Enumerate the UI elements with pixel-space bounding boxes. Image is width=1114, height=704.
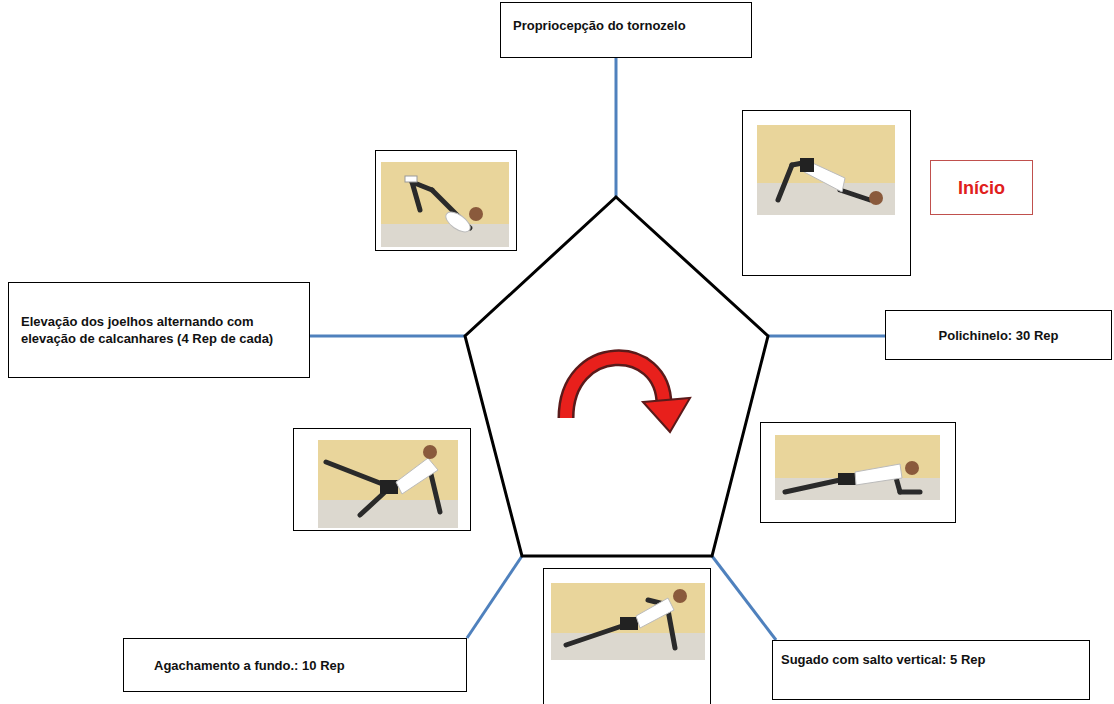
exercise-label: Elevação dos joelhos alternando com elev… — [21, 313, 297, 347]
exercise-photo — [544, 569, 711, 704]
exercise-label-box: Polichinelo: 30 Rep — [885, 310, 1112, 360]
exercise-label-box: Propriocepção do tornozelo — [500, 2, 752, 58]
photo-wall — [551, 583, 705, 633]
exercise-photo — [743, 111, 911, 276]
exercise-label-box: Elevação dos joelhos alternando com elev… — [8, 282, 310, 378]
exercise-label: Sugado com salto vertical: 5 Rep — [781, 651, 985, 668]
photo-frame — [376, 151, 517, 251]
exercise-label: Agachamento a fundo.: 10 Rep — [154, 657, 345, 674]
exercise-label-box: Agachamento a fundo.: 10 Rep — [123, 638, 467, 692]
photo-frame — [294, 429, 471, 531]
start-box: Início — [930, 160, 1033, 215]
spoke-line — [467, 556, 522, 638]
start-label: Início — [958, 177, 1005, 199]
exercise-photo — [294, 429, 471, 531]
photo-floor — [551, 633, 705, 660]
spoke-line — [615, 58, 618, 197]
photo-frame — [761, 423, 956, 523]
photo-frame — [743, 111, 911, 276]
photo-frame — [544, 569, 711, 704]
spoke-line — [712, 556, 776, 640]
exercise-label-box: Sugado com salto vertical: 5 Rep — [772, 640, 1090, 700]
exercise-photo — [376, 151, 517, 251]
photo-floor — [381, 224, 509, 247]
exercise-label: Polichinelo: 30 Rep — [939, 327, 1059, 344]
rotation-arrow — [566, 358, 690, 432]
spoke-line — [768, 335, 885, 338]
photo-wall — [381, 162, 509, 224]
arrow-head — [643, 398, 690, 432]
spoke-line — [310, 335, 465, 338]
exercise-photo — [761, 423, 956, 523]
exercise-label: Propriocepção do tornozelo — [513, 17, 686, 34]
